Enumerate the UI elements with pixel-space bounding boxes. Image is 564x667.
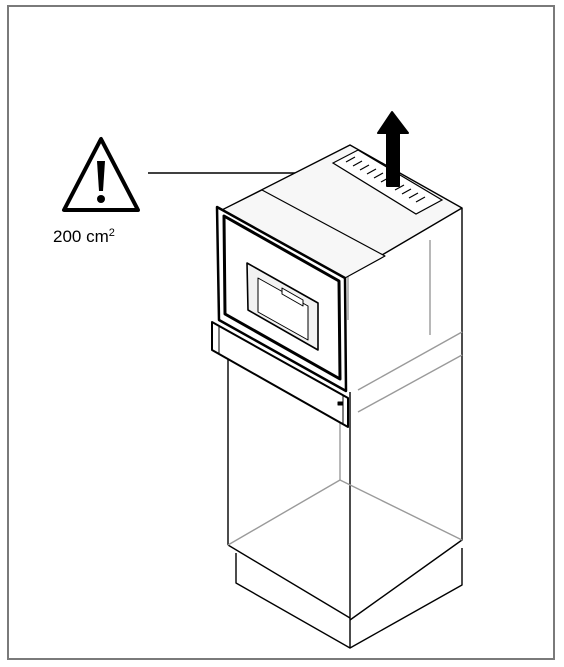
airflow-up-arrow [377,111,409,187]
warning-triangle-icon [62,137,140,212]
ventilation-area-label: 200 cm2 [53,227,115,246]
coffee-machine [215,189,386,393]
drawer [211,321,349,428]
